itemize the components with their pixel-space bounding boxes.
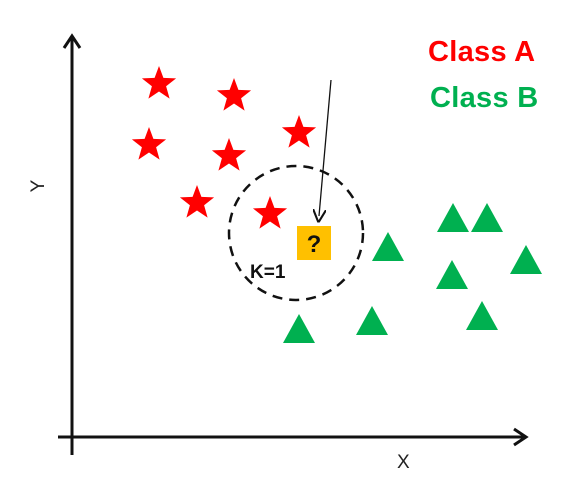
star-icon <box>216 78 252 111</box>
x-axis-label: X <box>397 452 410 473</box>
class-b-points <box>283 203 542 343</box>
star-icon <box>281 115 317 148</box>
triangle-icon <box>471 203 503 232</box>
star-icon <box>211 138 247 171</box>
y-axis-arrow <box>62 33 82 49</box>
legend-class-a: Class A <box>428 36 536 68</box>
query-point <box>297 226 331 260</box>
star-icon <box>179 185 215 218</box>
k-label: K=1 <box>250 262 286 283</box>
triangle-icon <box>356 306 388 335</box>
axes: Y X <box>28 33 529 473</box>
triangle-icon <box>436 260 468 289</box>
star-icon <box>131 127 167 160</box>
legend-class-b: Class B <box>430 82 539 114</box>
star-icon <box>252 196 288 229</box>
y-axis-label: Y <box>28 179 49 192</box>
star-icon <box>141 66 177 99</box>
triangle-icon <box>466 301 498 330</box>
class-a-points <box>131 66 317 229</box>
triangle-icon <box>372 232 404 261</box>
triangle-icon <box>510 245 542 274</box>
pointer-arrow <box>319 79 332 216</box>
triangle-icon <box>283 314 315 343</box>
triangle-icon <box>437 203 469 232</box>
k-neighborhood-circle <box>227 164 365 302</box>
x-axis-arrow <box>513 427 529 447</box>
query-point-label: ? <box>307 231 322 258</box>
